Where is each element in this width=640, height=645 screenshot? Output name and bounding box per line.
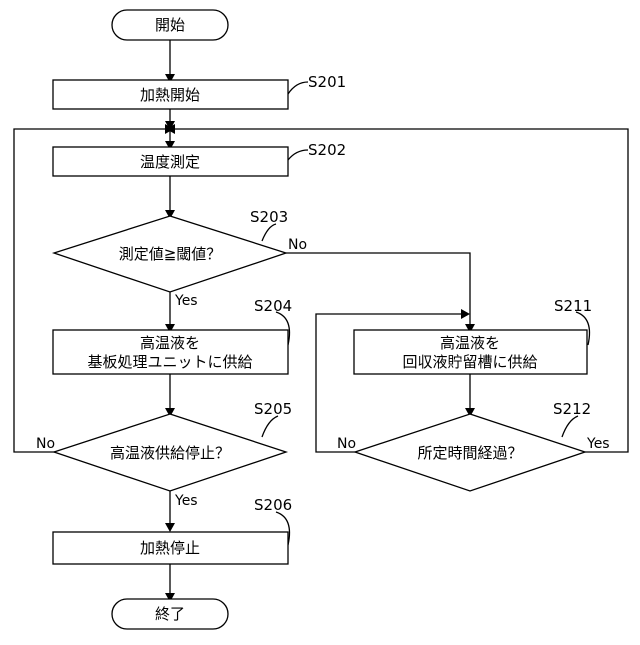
process-s204: 高温液を 基板処理ユニットに供給 <box>53 330 288 374</box>
step-label-s205: S205 <box>254 400 292 418</box>
leader-s202 <box>288 150 308 160</box>
step-label-s203: S203 <box>250 208 288 226</box>
branch-label-s205-yes: Yes <box>174 493 198 509</box>
process-s201: 加熱開始 <box>53 80 288 109</box>
arrowhead-s206 <box>165 523 175 532</box>
decision-s203: 測定値≧閾値？ <box>54 216 286 292</box>
process-s202-label: 温度測定 <box>140 153 200 171</box>
leader-s203 <box>262 224 276 241</box>
process-s211: 高温液を 回収液貯留槽に供給 <box>354 330 587 374</box>
end-terminal: 終了 <box>112 599 228 629</box>
end-label: 終了 <box>155 605 185 623</box>
process-s206-label: 加熱停止 <box>140 539 200 557</box>
connector-s203-no-s211 <box>286 253 470 329</box>
step-label-s206: S206 <box>254 496 292 514</box>
step-label-s202: S202 <box>308 141 346 159</box>
process-s202: 温度測定 <box>53 147 288 176</box>
connector-s205-no-merge <box>14 129 166 452</box>
connectors <box>14 40 628 598</box>
process-s204-label-line1: 高温液を <box>140 334 200 352</box>
leader-s201 <box>288 82 308 94</box>
decision-s205-label: 高温液供給停止？ <box>110 444 230 462</box>
start-terminal: 開始 <box>112 10 228 40</box>
step-label-s212: S212 <box>553 400 591 418</box>
step-label-s201: S201 <box>308 73 346 91</box>
decision-s212-label: 所定時間経過？ <box>417 444 522 462</box>
decision-s203-label: 測定値≧閾値？ <box>119 245 222 263</box>
leader-s205 <box>262 416 278 437</box>
leader-s212 <box>562 416 578 437</box>
decision-s205: 高温液供給停止？ <box>54 414 286 491</box>
branch-label-s212-no: No <box>337 436 356 452</box>
decision-s212: 所定時間経過？ <box>355 414 585 491</box>
process-s204-label-line2: 基板処理ユニットに供給 <box>87 353 252 371</box>
branch-label-s203-yes: Yes <box>174 293 198 309</box>
process-s211-label-line2: 回収液貯留槽に供給 <box>402 353 537 371</box>
process-s201-label: 加熱開始 <box>140 86 200 104</box>
start-label: 開始 <box>155 16 185 34</box>
arrowhead-loop-s211 <box>461 309 470 319</box>
step-label-s211: S211 <box>554 297 592 315</box>
branch-label-s212-yes: Yes <box>586 436 610 452</box>
process-s206: 加熱停止 <box>53 532 288 564</box>
step-label-s204: S204 <box>254 297 292 315</box>
branch-label-s205-no: No <box>36 436 55 452</box>
process-s211-label-line1: 高温液を <box>440 334 500 352</box>
branch-label-s203-no: No <box>288 237 307 253</box>
